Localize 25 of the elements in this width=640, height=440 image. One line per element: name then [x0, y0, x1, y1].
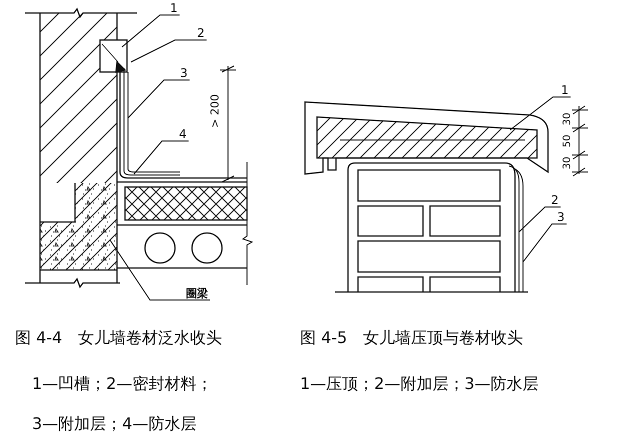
- callout-number: 2: [197, 27, 205, 39]
- callout-number: 3: [180, 67, 188, 79]
- caption-text: 图 4-5 女儿墙压顶与卷材收头: [300, 330, 524, 346]
- leader-line: [518, 206, 562, 232]
- caption-text: 1—压顶；2—附加层；3—防水层: [300, 376, 539, 392]
- caption-text: 1—凹槽；2—密封材料；: [32, 376, 212, 392]
- caption-text: 3—附加层；4—防水层: [32, 416, 196, 432]
- callout-number: 1: [561, 84, 569, 96]
- dimension-text: 50: [563, 134, 573, 148]
- callout-number: 1: [170, 2, 178, 14]
- dimension-text: 30: [563, 112, 573, 126]
- leader-line: [110, 240, 210, 300]
- callout-number: 4: [179, 128, 187, 140]
- leader-line: [510, 96, 572, 130]
- leader-line: [134, 140, 190, 174]
- leader-line: [522, 224, 568, 262]
- leader-line: [130, 40, 208, 62]
- caption-text: 图 4-4 女儿墙卷材泛水收头: [15, 330, 222, 346]
- callout-number: 3: [557, 211, 565, 223]
- leader-line: [122, 14, 180, 48]
- dimension-text: > 200: [210, 94, 220, 128]
- callout-number: 2: [551, 194, 559, 206]
- dimension-text: 30: [563, 156, 573, 170]
- leader-line: [128, 80, 190, 118]
- part-label: 圈梁: [186, 288, 208, 299]
